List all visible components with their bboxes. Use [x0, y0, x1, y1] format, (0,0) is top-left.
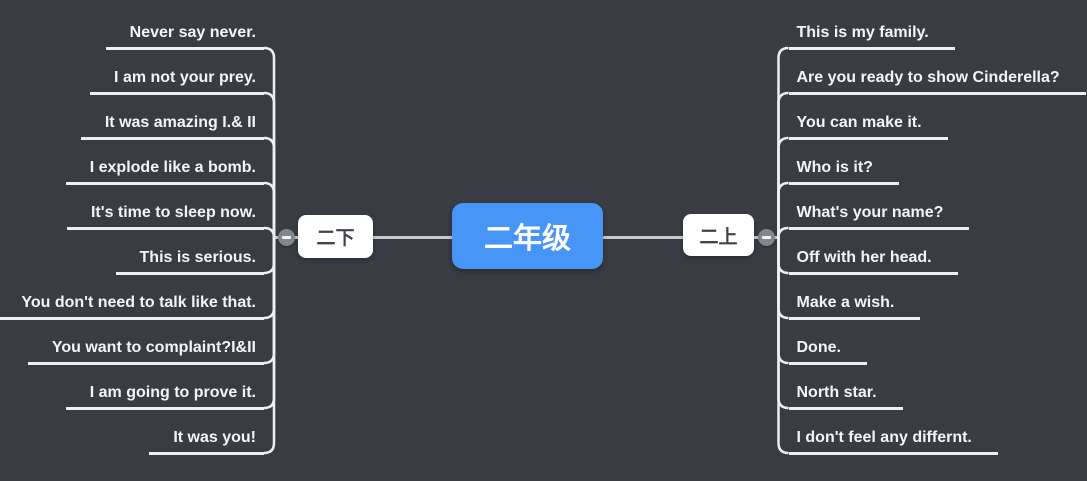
topic-label: Done. — [796, 338, 841, 356]
topic-item[interactable]: You want to complaint?I&II — [27, 328, 264, 365]
topic-item[interactable]: Done. — [788, 328, 867, 365]
root-node[interactable]: 二年级 — [452, 203, 603, 269]
topic-item[interactable]: I am going to prove it. — [65, 373, 264, 410]
topic-label: Never say never. — [129, 23, 256, 41]
topic-label: You don't need to talk like that. — [21, 293, 256, 311]
topic-item[interactable]: North star. — [788, 373, 903, 410]
topic-label: North star. — [796, 383, 877, 401]
minus-icon — [281, 236, 291, 239]
topic-label: I am not your prey. — [114, 68, 256, 86]
topic-label: Who is it? — [796, 158, 873, 176]
collapse-minus-button-left[interactable] — [277, 229, 295, 246]
topic-label: It was you! — [173, 428, 256, 446]
branch-node-label: 二下 — [316, 228, 355, 249]
topic-item[interactable]: Never say never. — [105, 13, 264, 50]
topic-label: What's your name? — [796, 203, 944, 221]
topic-label: I don't feel any differnt. — [796, 428, 972, 446]
topic-label: Are you ready to show Cinderella? — [796, 68, 1060, 86]
topic-item[interactable]: It was amazing I.& II — [80, 103, 264, 140]
topic-label: I am going to prove it. — [89, 383, 256, 401]
minus-icon — [762, 236, 771, 239]
branch-node-left[interactable]: 二下 — [298, 215, 373, 258]
topic-item[interactable]: I don't feel any differnt. — [788, 418, 998, 455]
topic-item[interactable]: This is serious. — [115, 238, 264, 275]
topic-item[interactable]: You can make it. — [788, 103, 948, 140]
collapse-minus-button-right[interactable] — [758, 229, 775, 246]
topic-label: This is my family. — [796, 23, 929, 41]
topic-item[interactable]: It's time to sleep now. — [66, 193, 264, 230]
topic-item[interactable]: Are you ready to show Cinderella? — [788, 58, 1086, 95]
topic-label: It's time to sleep now. — [90, 203, 256, 221]
topic-label: I explode like a bomb. — [89, 158, 256, 176]
topic-item[interactable]: What's your name? — [788, 193, 970, 230]
topic-label: You can make it. — [796, 113, 922, 131]
topic-item[interactable]: It was you! — [149, 418, 264, 455]
topic-item[interactable]: Who is it? — [788, 148, 899, 185]
topic-item[interactable]: Make a wish. — [788, 283, 921, 320]
topic-item[interactable]: You don't need to talk like that. — [0, 283, 264, 320]
topic-item[interactable]: I am not your prey. — [90, 58, 264, 95]
topic-label: You want to complaint?I&II — [51, 338, 256, 356]
topic-item[interactable]: Off with her head. — [788, 238, 958, 275]
topic-item[interactable]: I explode like a bomb. — [65, 148, 264, 185]
topic-label: Off with her head. — [796, 248, 932, 266]
topic-item[interactable]: This is my family. — [788, 13, 955, 50]
topic-label: This is serious. — [139, 248, 256, 266]
branch-node-right[interactable]: 二上 — [683, 214, 754, 256]
topic-label: Make a wish. — [796, 293, 895, 311]
topic-label: It was amazing I.& II — [104, 113, 256, 131]
root-node-label: 二年级 — [483, 223, 571, 255]
branch-node-label: 二上 — [699, 226, 738, 248]
